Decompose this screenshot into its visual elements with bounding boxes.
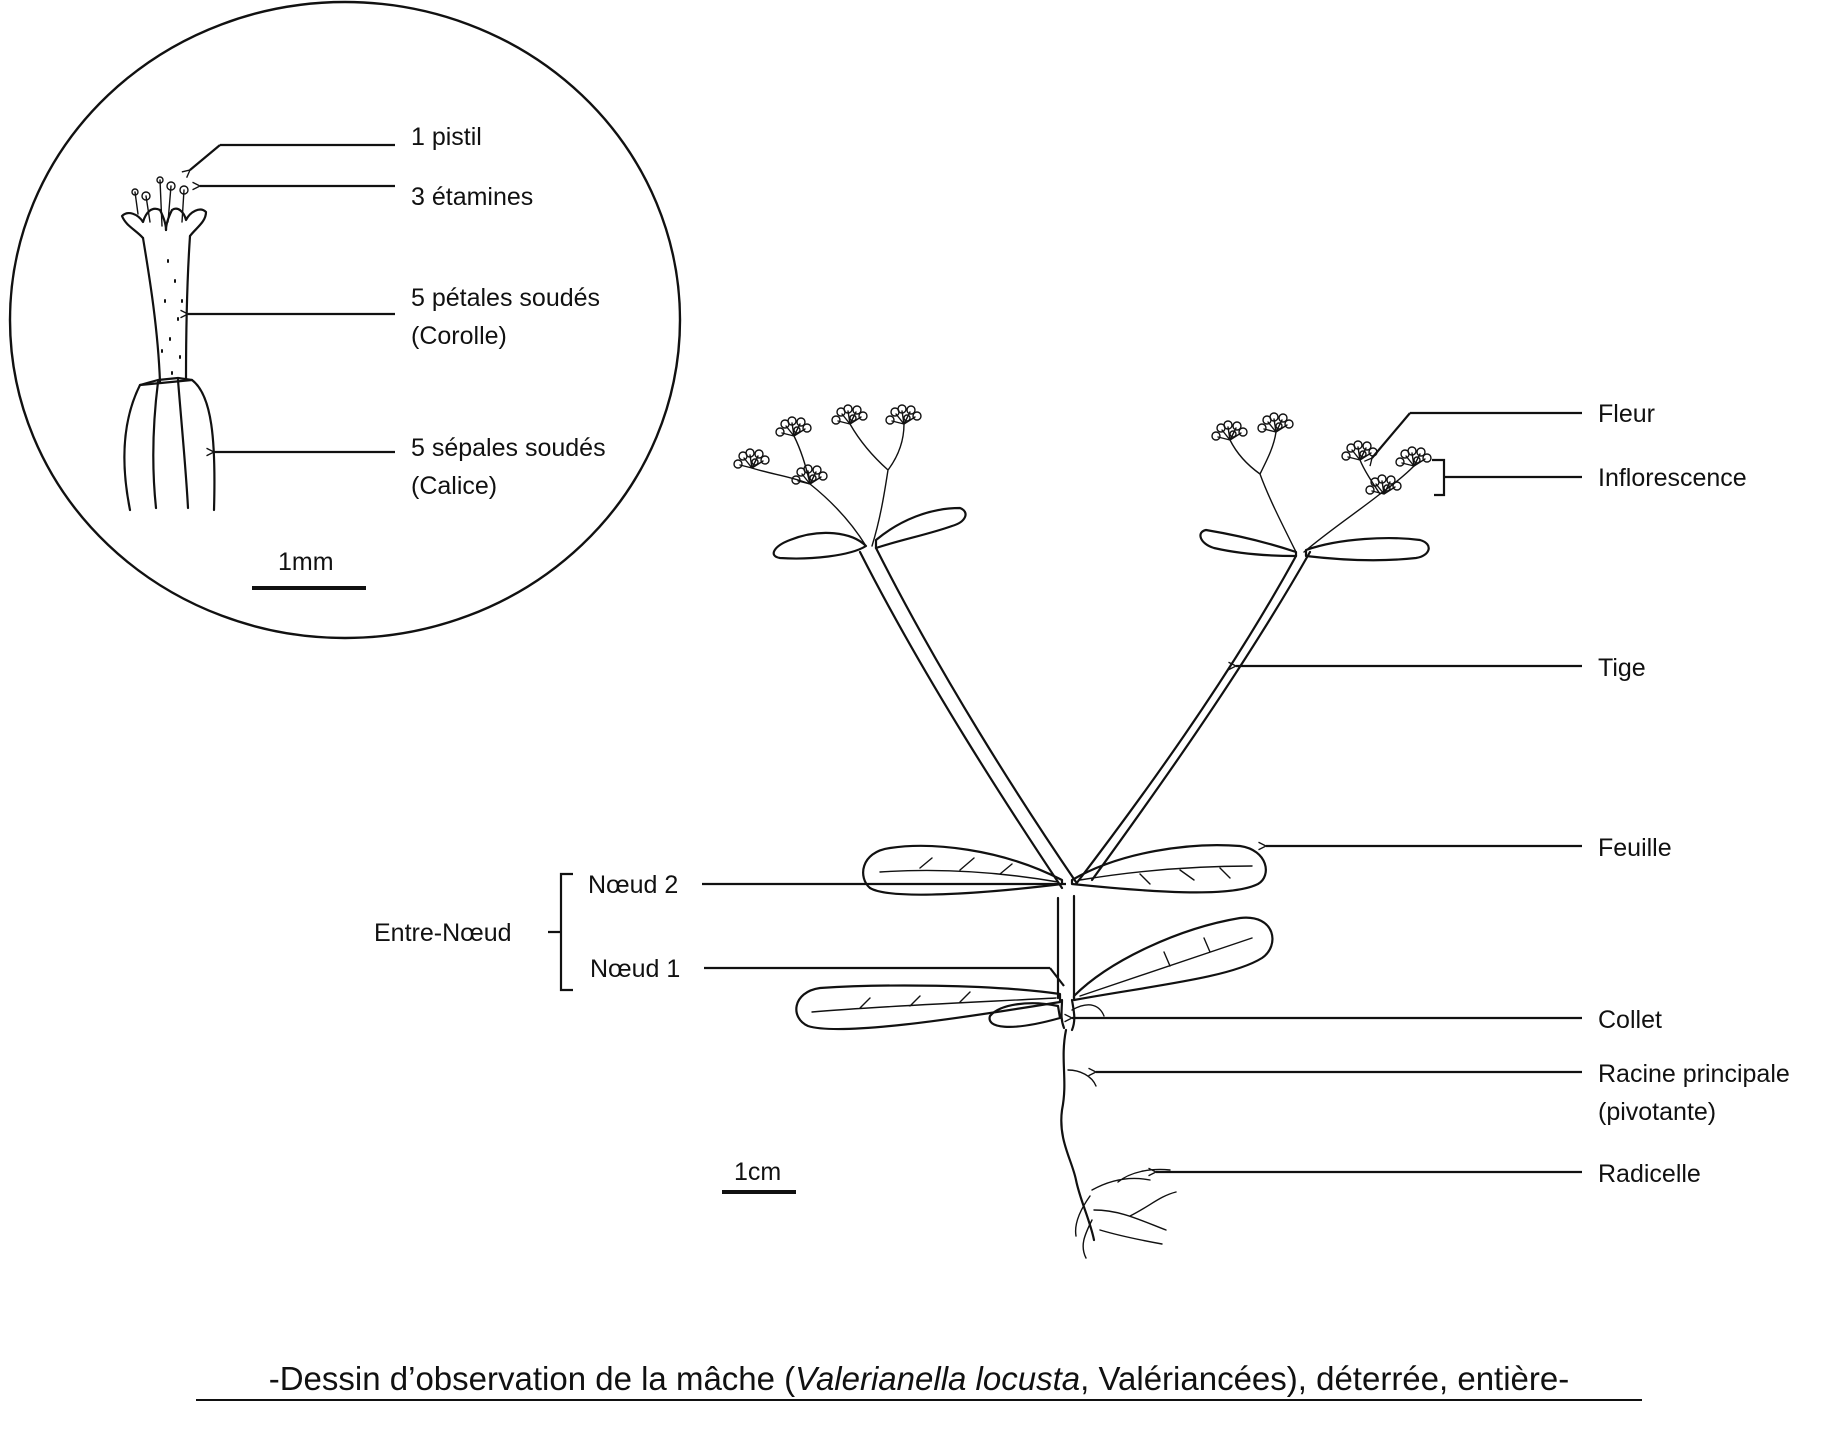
bracket-inflorescence xyxy=(1432,458,1452,497)
leader-fleur-tip xyxy=(1372,412,1411,458)
label-noeud2: Nœud 2 xyxy=(588,871,678,899)
leader-pistil-tip xyxy=(190,144,221,170)
label-radicelle: Radicelle xyxy=(1598,1160,1701,1188)
label-pistil: 1 pistil xyxy=(411,123,482,151)
flower-drawing xyxy=(120,176,216,512)
inset-circle xyxy=(8,0,682,640)
label-calice: (Calice) xyxy=(411,472,497,500)
caption-suffix: , Valériancées), déterrée, entière- xyxy=(1080,1360,1569,1397)
label-feuille: Feuille xyxy=(1598,834,1672,862)
label-sepales: 5 sépales soudés xyxy=(411,434,606,462)
bracket-entre-noeud xyxy=(548,872,573,992)
leaf-node1-left xyxy=(795,984,1062,1031)
label-racine: Racine principale xyxy=(1598,1060,1790,1088)
stem-left xyxy=(858,550,1064,890)
label-pivotante: (pivotante) xyxy=(1598,1098,1716,1126)
taproot xyxy=(1060,1028,1096,1242)
caption-prefix: -Dessin d’observation de la mâche ( xyxy=(269,1360,795,1397)
label-corolle: (Corolle) xyxy=(411,322,507,350)
flower-inset: 1 pistil 3 étamines 5 pétales soudés (Co… xyxy=(8,0,682,640)
leaf-node1-small xyxy=(988,1002,1062,1028)
label-fleur: Fleur xyxy=(1598,400,1655,428)
leaf-node1-right xyxy=(1072,916,1274,1002)
stem-right xyxy=(1074,554,1298,886)
caption-species: Valerianella locusta xyxy=(795,1360,1080,1397)
label-petales: 5 pétales soudés xyxy=(411,284,600,312)
radicelles xyxy=(1074,1168,1177,1259)
leaf-node2-left xyxy=(862,844,1064,896)
leaf-node2-right xyxy=(1070,844,1267,894)
plant-drawing xyxy=(733,404,1432,1259)
label-tige: Tige xyxy=(1598,654,1646,682)
caption: -Dessin d’observation de la mâche (Valer… xyxy=(269,1360,1570,1397)
label-entre-noeud: Entre-Nœud xyxy=(374,919,512,947)
label-inflorescence: Inflorescence xyxy=(1598,464,1747,492)
label-etamines: 3 étamines xyxy=(411,183,533,211)
leader-noeud1-tip xyxy=(1049,967,1065,987)
label-collet: Collet xyxy=(1598,1006,1662,1034)
scale-label-1mm: 1mm xyxy=(278,548,334,576)
scale-label-1cm: 1cm xyxy=(734,1158,781,1186)
label-noeud1: Nœud 1 xyxy=(590,955,680,983)
main-axis xyxy=(1056,894,1076,1000)
